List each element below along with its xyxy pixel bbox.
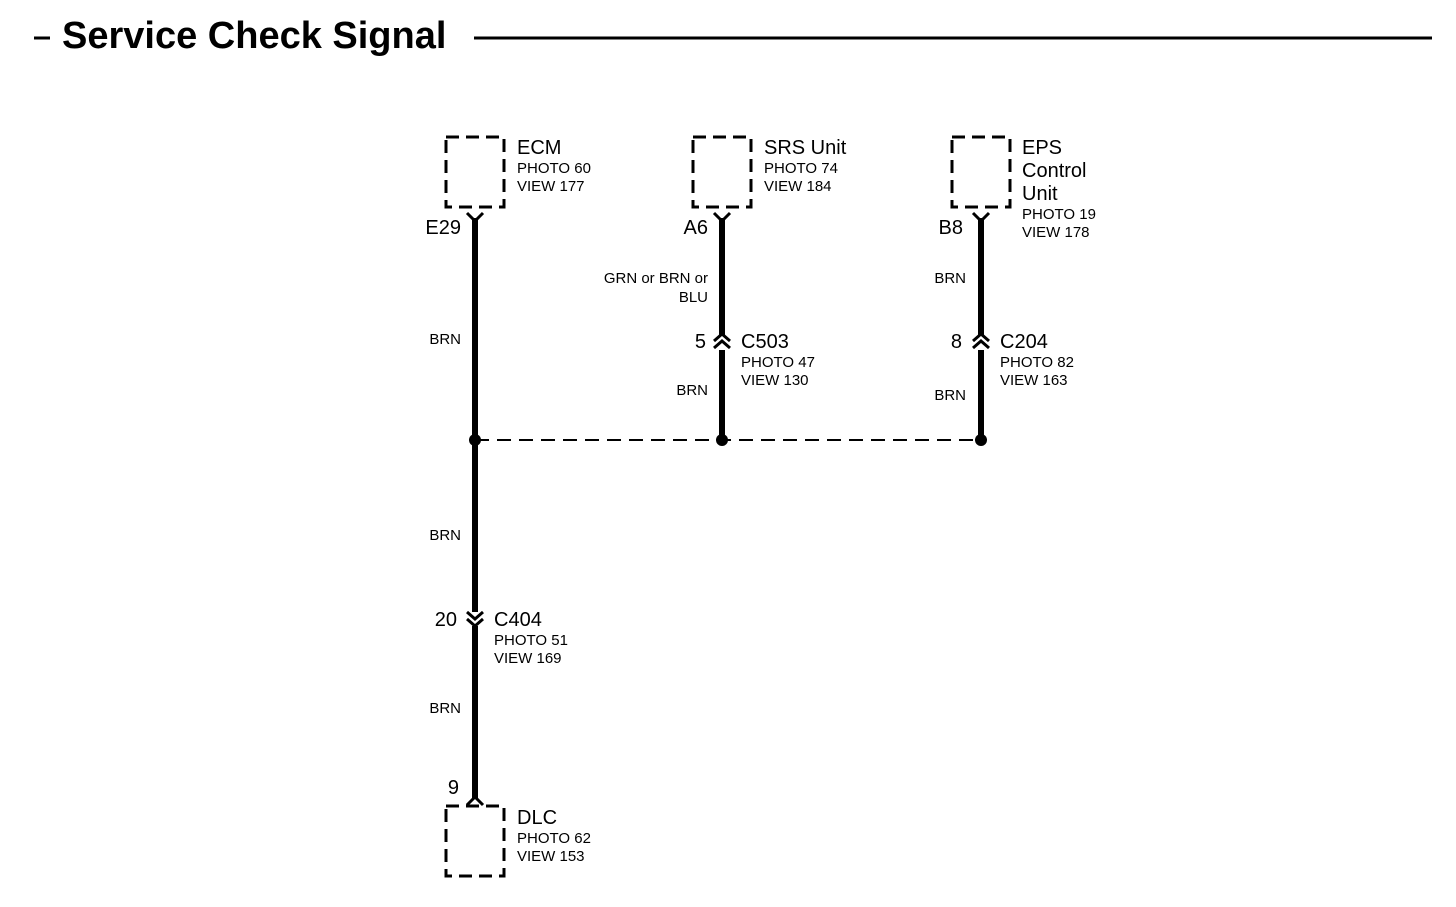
component-ecm: ECM PHOTO 60 VIEW 177 E29 [425,135,591,239]
wire-label-srs-lower: BRN [676,382,708,399]
page-title: Service Check Signal [62,15,446,57]
ecm-photo: PHOTO 60 [517,160,591,177]
wires [472,218,984,798]
c204-photo: PHOTO 82 [1000,354,1074,371]
splice-dot-eps [975,434,987,446]
component-dlc: DLC PHOTO 62 VIEW 153 9 [444,777,591,878]
eps-name-line-2: Control [1022,160,1086,182]
wire-color-labels: BRN GRN or BRN or BLU BRN BRN BRN BRN BR… [429,270,966,717]
eps-name-line-1: EPS [1022,137,1062,159]
srs-terminal-mark [712,211,732,224]
eps-photo: PHOTO 19 [1022,206,1096,223]
inline-connectors [466,332,990,628]
eps-pin-label: B8 [939,217,963,239]
eps-box [950,135,1012,209]
wire-label-trunk-lower: BRN [429,700,461,717]
c503-pin: 5 [695,331,706,353]
c204-view: VIEW 163 [1000,372,1068,389]
c503-symbol [713,332,731,350]
srs-pin-label: A6 [684,217,708,239]
c404-name: C404 [494,609,542,631]
splice-dot-ecm [469,434,481,446]
connector-c204-labels: 8 C204 PHOTO 82 VIEW 163 [951,331,1074,389]
dlc-box [444,804,506,878]
dlc-terminal-mark [465,794,485,807]
wire-label-eps-lower: BRN [934,387,966,404]
connector-c503-labels: 5 C503 PHOTO 47 VIEW 130 [695,331,815,389]
ecm-view: VIEW 177 [517,178,585,195]
splice-dot-srs [716,434,728,446]
wire-label-srs-upper-line-1: GRN or BRN or [604,270,708,287]
wire-label-ecm: BRN [429,331,461,348]
connector-c404-labels: 20 C404 PHOTO 51 VIEW 169 [435,609,568,667]
c204-symbol [972,332,990,350]
dlc-photo: PHOTO 62 [517,830,591,847]
ecm-name: ECM [517,137,561,159]
c503-view: VIEW 130 [741,372,809,389]
component-srs-unit: SRS Unit PHOTO 74 VIEW 184 A6 [684,135,847,239]
eps-terminal-mark [971,211,991,224]
srs-view: VIEW 184 [764,178,832,195]
dlc-view: VIEW 153 [517,848,585,865]
ecm-terminal-mark [465,211,485,224]
c204-pin: 8 [951,331,962,353]
c503-photo: PHOTO 47 [741,354,815,371]
wire-label-eps-upper: BRN [934,270,966,287]
wire-label-srs-upper-line-2: BLU [679,289,708,306]
c404-symbol [466,610,484,628]
ecm-box [444,135,506,209]
pin-terminals [465,211,991,807]
dlc-pin-label: 9 [448,777,459,799]
wire-label-trunk-upper: BRN [429,527,461,544]
c404-view: VIEW 169 [494,650,562,667]
ecm-pin-label: E29 [425,217,461,239]
srs-name: SRS Unit [764,137,847,159]
c503-name: C503 [741,331,789,353]
eps-view: VIEW 178 [1022,224,1090,241]
title-group: Service Check Signal [34,15,1432,57]
c404-pin: 20 [435,609,457,631]
c404-photo: PHOTO 51 [494,632,568,649]
c204-name: C204 [1000,331,1048,353]
eps-name-line-3: Unit [1022,183,1058,205]
component-eps-control-unit: EPS Control Unit PHOTO 19 VIEW 178 B8 [939,135,1096,241]
srs-box [691,135,753,209]
dlc-name: DLC [517,807,557,829]
srs-photo: PHOTO 74 [764,160,838,177]
